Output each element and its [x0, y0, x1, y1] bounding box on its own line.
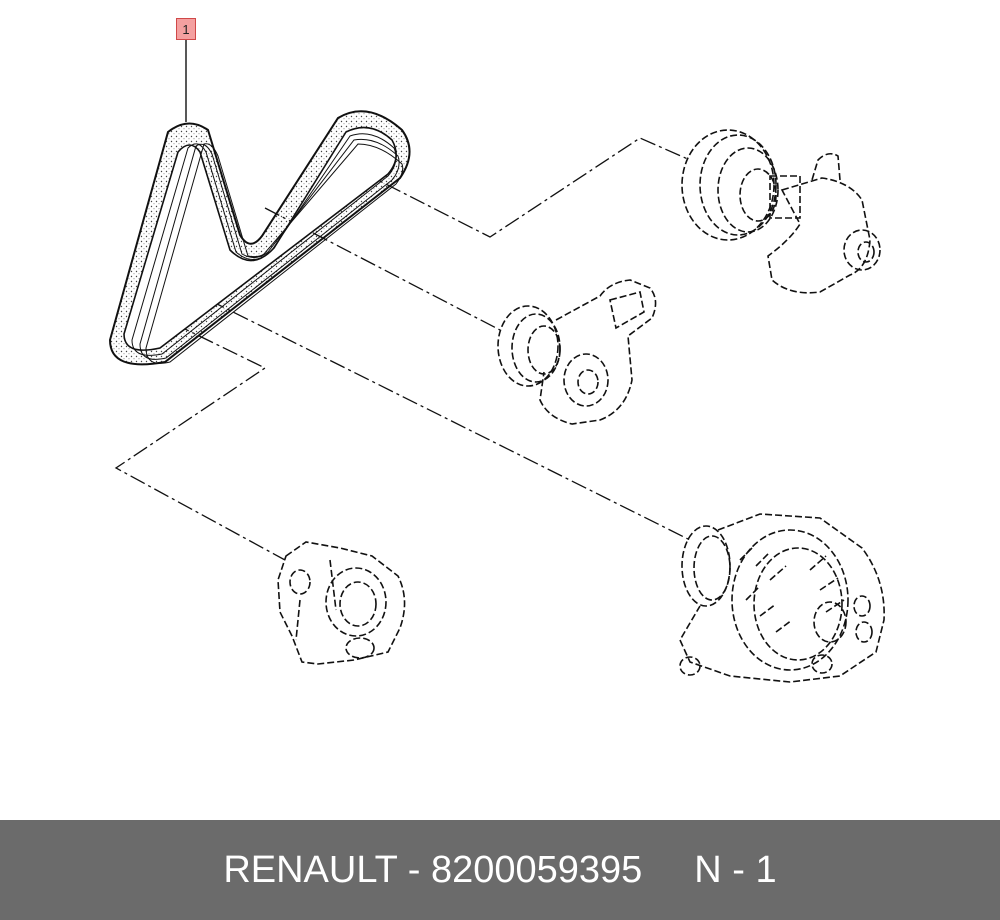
- alternator: [679, 513, 885, 683]
- leader-to-tensioner: [264, 207, 501, 331]
- belt-rib-2: [139, 138, 400, 360]
- belt-inner-edge: [123, 126, 397, 351]
- tensioner-pulley: [497, 279, 657, 425]
- ribbed-belt: [108, 110, 411, 366]
- part-callout-label: 1: [176, 18, 196, 40]
- leader-to-pump: [114, 311, 286, 561]
- exploded-parts-diagram: [108, 40, 885, 683]
- part-number-text: RENAULT - 8200059395: [223, 848, 643, 891]
- water-pump: [277, 541, 406, 665]
- belt-rib-1: [131, 133, 397, 356]
- leader-to-crankshaft-pulley: [361, 137, 691, 238]
- quantity-text: N - 1: [694, 848, 777, 891]
- crankshaft-pulley: [681, 129, 881, 294]
- belt-rib-3: [145, 143, 404, 364]
- footer-bar: RENAULT - 8200059395 N - 1: [0, 820, 1000, 920]
